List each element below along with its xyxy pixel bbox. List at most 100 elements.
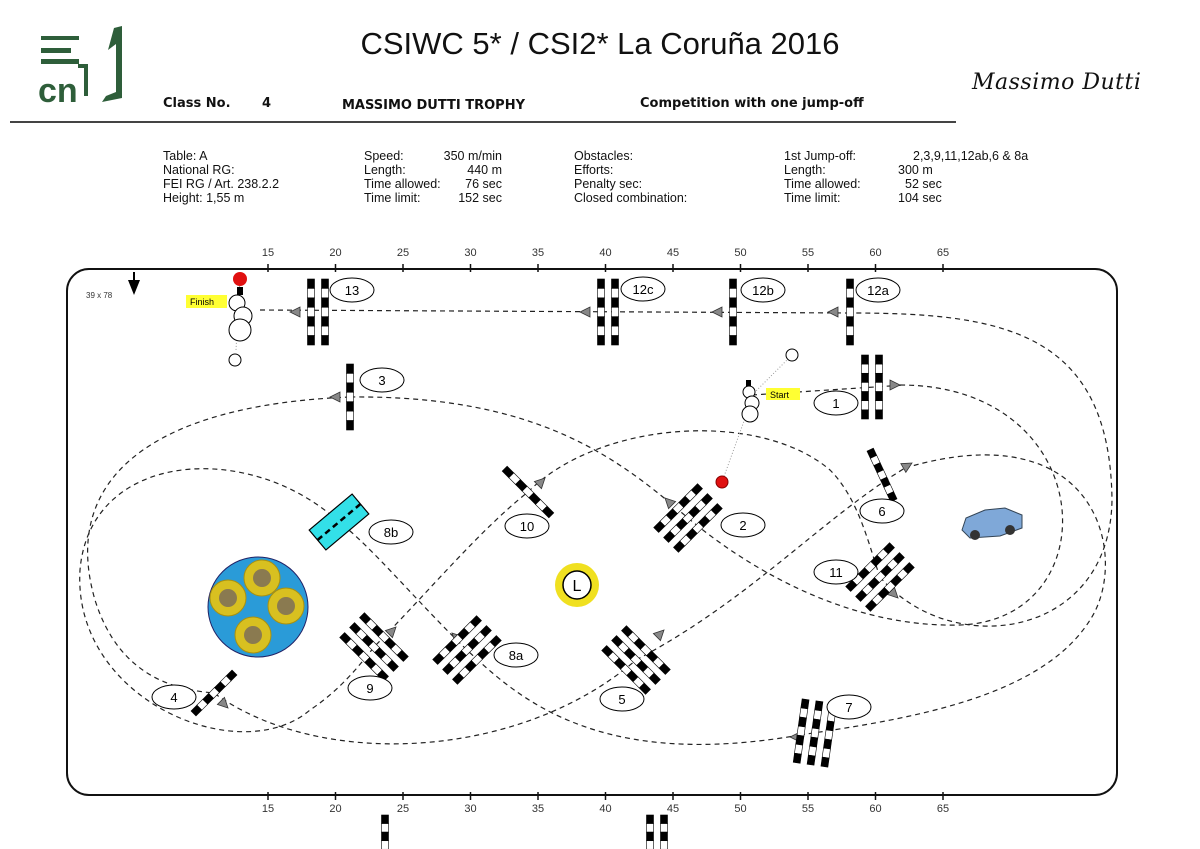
obstacle-5: [601, 625, 671, 695]
competition-type: Competition with one jump-off: [640, 96, 864, 111]
obstacle-number-11: 11: [813, 559, 859, 585]
svg-text:12c: 12c: [633, 282, 654, 297]
obstacle-10: [501, 465, 555, 519]
info-closed-combination: Closed combination:: [574, 191, 688, 205]
obstacle-number-7: 7: [826, 694, 872, 720]
finish-label-bg: [186, 295, 227, 308]
svg-text:1: 1: [832, 396, 839, 411]
time-limit-value: 152 sec: [458, 191, 502, 205]
direction-arrow-icon: [289, 306, 301, 318]
arena-border: [66, 268, 1118, 796]
obstacle-number-4: 4: [151, 684, 197, 710]
svg-text:13: 13: [345, 283, 359, 298]
scale-tick-top: 40: [599, 247, 611, 259]
info-fei-rg: FEI RG / Art. 238.2.2: [163, 177, 280, 191]
svg-text:12a: 12a: [867, 283, 889, 298]
start-line: [751, 354, 793, 396]
svg-text:2: 2: [739, 518, 746, 533]
route-11-12: [849, 312, 1113, 627]
route-5-6: [635, 467, 906, 661]
car-icon: [961, 507, 1023, 540]
time-allowed-label: Time allowed:: [364, 177, 441, 191]
jumpoff-length-label: Length:: [784, 163, 826, 177]
obstacle-number-5: 5: [599, 686, 645, 712]
start-label-bg: [766, 388, 800, 400]
time-limit-label: Time limit:: [364, 191, 421, 205]
direction-arrow-icon: [579, 306, 591, 318]
obstacle-12a: [846, 278, 854, 346]
class-number: 4: [262, 96, 272, 111]
entry-arrow-head-icon: [128, 280, 140, 295]
route-10-11: [527, 430, 881, 578]
svg-text:5: 5: [618, 692, 625, 707]
direction-arrow-icon: [900, 462, 913, 474]
obstacle-number-3: 3: [359, 367, 405, 393]
obstacle-number-2: 2: [720, 512, 766, 538]
direction-arrow-icon: [889, 379, 901, 391]
obstacle-offmap: [381, 814, 389, 849]
info-penalty: Penalty sec:: [574, 177, 643, 191]
direction-arrow-icon: [827, 306, 839, 318]
info-column-4: 1st Jump-off: 2,3,9,11,12ab,6 & 8a Length…: [784, 149, 1084, 205]
header-divider: [10, 121, 956, 123]
finish-label: Finish: [190, 297, 214, 307]
scale-tick-bottom: 60: [869, 803, 881, 815]
route-1-2-3: [349, 384, 1064, 626]
speed-label: Speed:: [364, 149, 404, 163]
scale-tick-bottom: 40: [599, 803, 611, 815]
route-6-7: [799, 454, 1106, 736]
scale-tick-bottom: 45: [667, 803, 679, 815]
obstacle-number-12c: 12c: [620, 276, 666, 302]
page-title: CSIWC 5* / CSI2* La Coruña 2016: [360, 26, 840, 61]
scale-tick-bottom: 50: [734, 803, 746, 815]
direction-arrow-icon: [664, 497, 677, 510]
obstacle-number-1: 1: [813, 390, 859, 416]
obstacle-12b: [729, 278, 737, 346]
jumpoff-value: 2,3,9,11,12ab,6 & 8a: [913, 149, 1029, 163]
trophy-name: MASSIMO DUTTI TROPHY: [342, 98, 525, 113]
svg-text:L: L: [573, 578, 582, 595]
info-column-1: Table: A National RG: FEI RG / Art. 238.…: [163, 149, 353, 205]
svg-text:8a: 8a: [509, 648, 524, 663]
scale-tick-bottom: 30: [464, 803, 476, 815]
svg-text:12b: 12b: [752, 283, 774, 298]
svg-text:8b: 8b: [384, 525, 398, 540]
scale-tick-top: 35: [532, 247, 544, 259]
info-national-rg: National RG:: [163, 163, 235, 177]
obstacle-number-9: 9: [347, 675, 393, 701]
direction-arrow-icon: [216, 696, 229, 709]
obstacle-1: [861, 354, 883, 420]
obstacle-8b: [308, 493, 370, 551]
flower-island: [207, 556, 309, 658]
obstacle-4: [190, 669, 238, 717]
direction-arrow-icon: [384, 626, 397, 639]
sponsor-logo: Massimo Dutti: [972, 70, 1142, 95]
scale-tick-bottom: 15: [262, 803, 274, 815]
info-column-2: Speed:350 m/min Length:440 m Time allowe…: [364, 149, 504, 205]
finish-snowman-icon: [228, 272, 253, 367]
l-marker: L: [555, 563, 599, 607]
obstacle-number-10: 10: [504, 513, 550, 539]
scale-tick-top: 30: [464, 247, 476, 259]
obstacle-number-8b: 8b: [368, 519, 414, 545]
scale-tick-bottom: 25: [397, 803, 409, 815]
scale-tick-top: 25: [397, 247, 409, 259]
svg-text:3: 3: [378, 373, 385, 388]
obstacle-offmap: [646, 814, 668, 849]
svg-text:7: 7: [845, 700, 852, 715]
info-efforts: Efforts:: [574, 163, 614, 177]
obstacle-3: [346, 363, 354, 431]
start-label: Start: [770, 390, 790, 400]
route-7-8a-8b: [338, 521, 801, 745]
obstacle-number-13: 13: [329, 277, 375, 303]
info-column-3: Obstacles: Efforts: Penalty sec: Closed …: [574, 149, 754, 205]
cn-logo: cn: [38, 26, 122, 106]
scale-tick-top: 60: [869, 247, 881, 259]
jumpoff-label: 1st Jump-off:: [784, 149, 857, 163]
scale-tick-bottom: 20: [329, 803, 341, 815]
jumpoff-length-value: 300 m: [898, 163, 933, 177]
info-obstacles: Obstacles:: [574, 149, 634, 163]
scale-tick-bottom: 65: [937, 803, 949, 815]
